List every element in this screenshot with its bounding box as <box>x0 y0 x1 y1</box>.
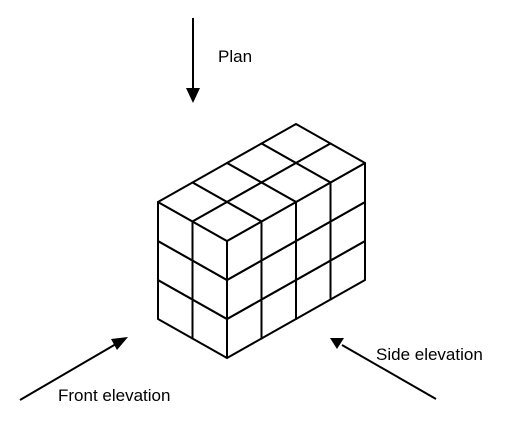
front-elevation-label: Front elevation <box>58 386 170 405</box>
front-elevation-arrow <box>19 337 128 401</box>
cube-face-top <box>191 201 263 242</box>
side-elevation-label: Side elevation <box>376 345 483 364</box>
plan-arrow <box>186 18 200 103</box>
side-elevation-arrow <box>330 338 437 400</box>
plan-label: Plan <box>218 47 252 66</box>
cube-stack <box>157 123 366 359</box>
